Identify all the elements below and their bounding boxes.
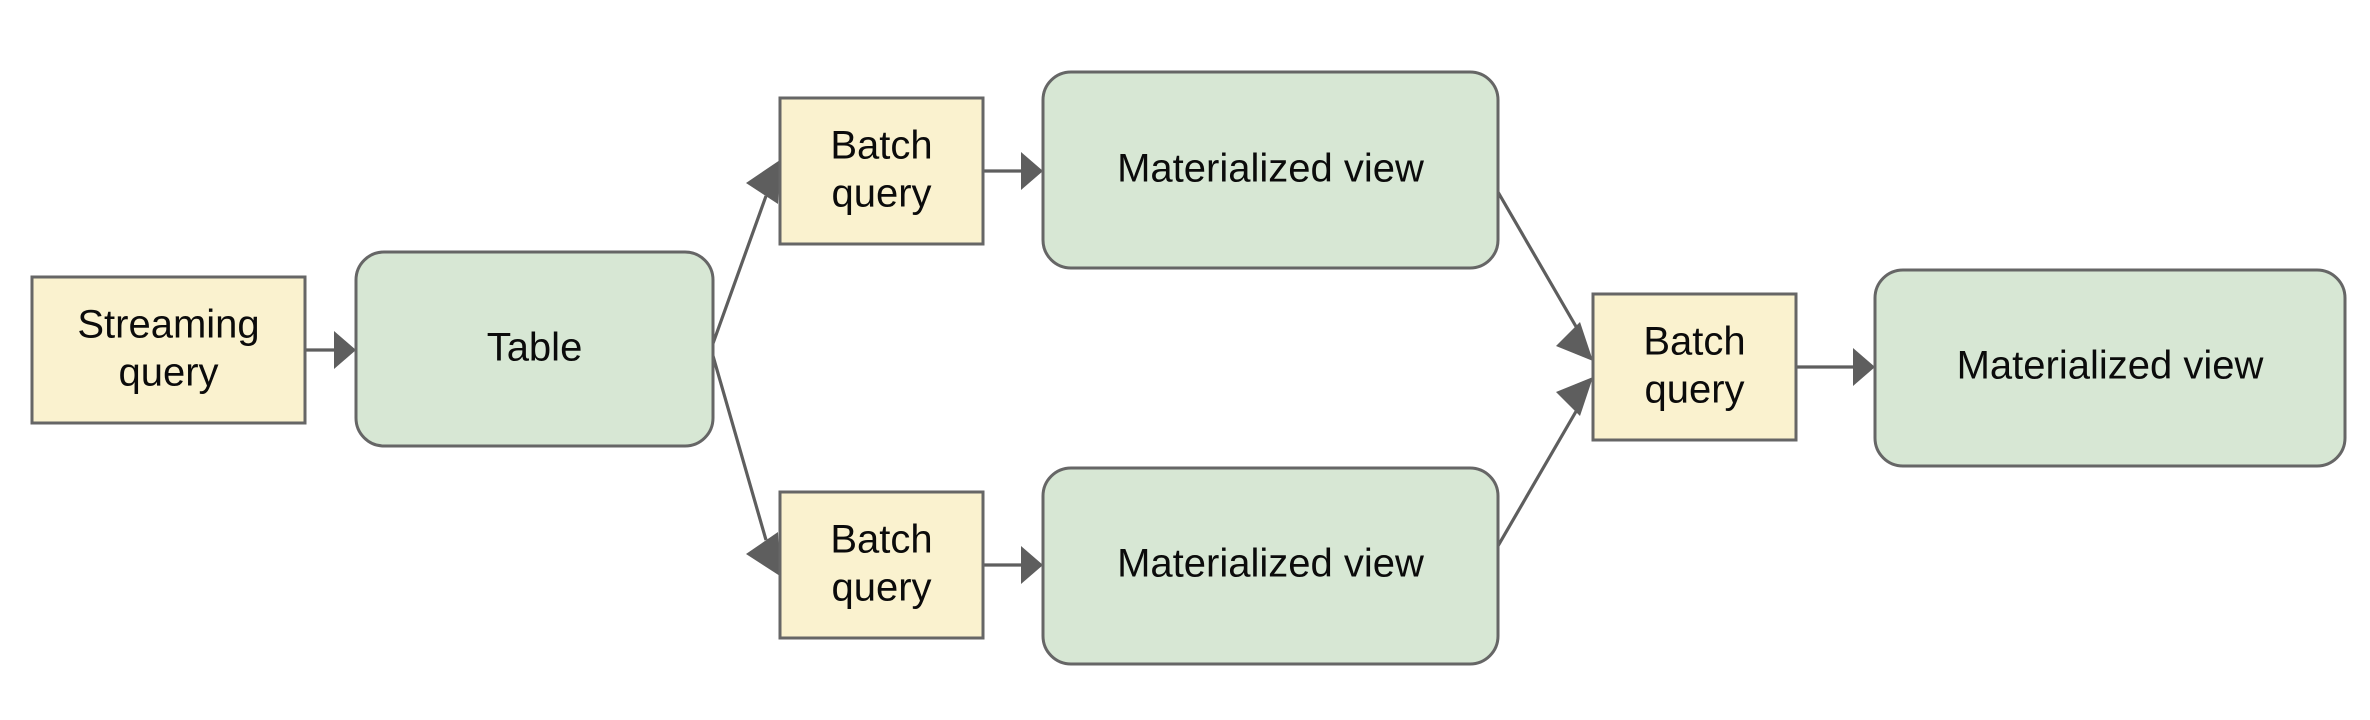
node-batch-query-top[interactable]: Batch query [778, 96, 985, 246]
streaming-query-label-line2: query [118, 351, 218, 395]
edge-layer [306, 152, 1875, 584]
node-materialized-view-final[interactable]: Materialized view [1873, 268, 2347, 468]
node-table[interactable]: Table [354, 250, 715, 448]
edge-materialized-view-top-to-batch-query-merge [1489, 179, 1593, 361]
batch-query-bottom-shape[interactable] [778, 490, 985, 640]
materialized-view-bottom-label: Materialized view [1117, 542, 1424, 586]
table-label: Table [487, 326, 583, 370]
batch-query-top-shape[interactable] [778, 96, 985, 246]
node-streaming-query[interactable]: Streaming query [30, 275, 307, 425]
batch-query-merge-label-line1: Batch [1643, 320, 1745, 364]
edge-batch-query-top-to-materialized-view-top [984, 152, 1043, 190]
batch-query-bottom-label-line2: query [831, 566, 931, 610]
node-layer: Streaming query Table Batch query Materi… [30, 70, 2347, 666]
batch-query-top-label-line2: query [831, 172, 931, 216]
edge-table-to-batch-query-bottom [709, 348, 780, 576]
materialized-view-final-label: Materialized view [1957, 344, 2264, 388]
streaming-query-shape[interactable] [30, 275, 307, 425]
materialized-view-bottom-shape[interactable] [1041, 466, 1500, 666]
streaming-query-label-line1: Streaming [77, 303, 259, 347]
table-shape[interactable] [354, 250, 715, 448]
node-materialized-view-bottom[interactable]: Materialized view [1041, 466, 1500, 666]
edge-table-to-batch-query-top [709, 160, 780, 350]
edge-batch-query-bottom-to-materialized-view-bottom [984, 546, 1043, 584]
batch-query-merge-label-line2: query [1644, 368, 1744, 412]
edge-streaming-query-to-table [306, 331, 356, 369]
node-materialized-view-top[interactable]: Materialized view [1041, 70, 1500, 270]
materialized-view-final-shape[interactable] [1873, 268, 2347, 468]
batch-query-top-label-line1: Batch [830, 124, 932, 168]
batch-query-bottom-label-line1: Batch [830, 518, 932, 562]
node-batch-query-bottom[interactable]: Batch query [778, 490, 985, 640]
materialized-view-top-shape[interactable] [1041, 70, 1500, 270]
materialized-view-top-label: Materialized view [1117, 147, 1424, 191]
edge-materialized-view-bottom-to-batch-query-merge [1489, 377, 1593, 559]
node-batch-query-merge[interactable]: Batch query [1591, 292, 1798, 442]
edge-batch-query-merge-to-materialized-view-final [1797, 348, 1875, 386]
batch-query-merge-shape[interactable] [1591, 292, 1798, 442]
